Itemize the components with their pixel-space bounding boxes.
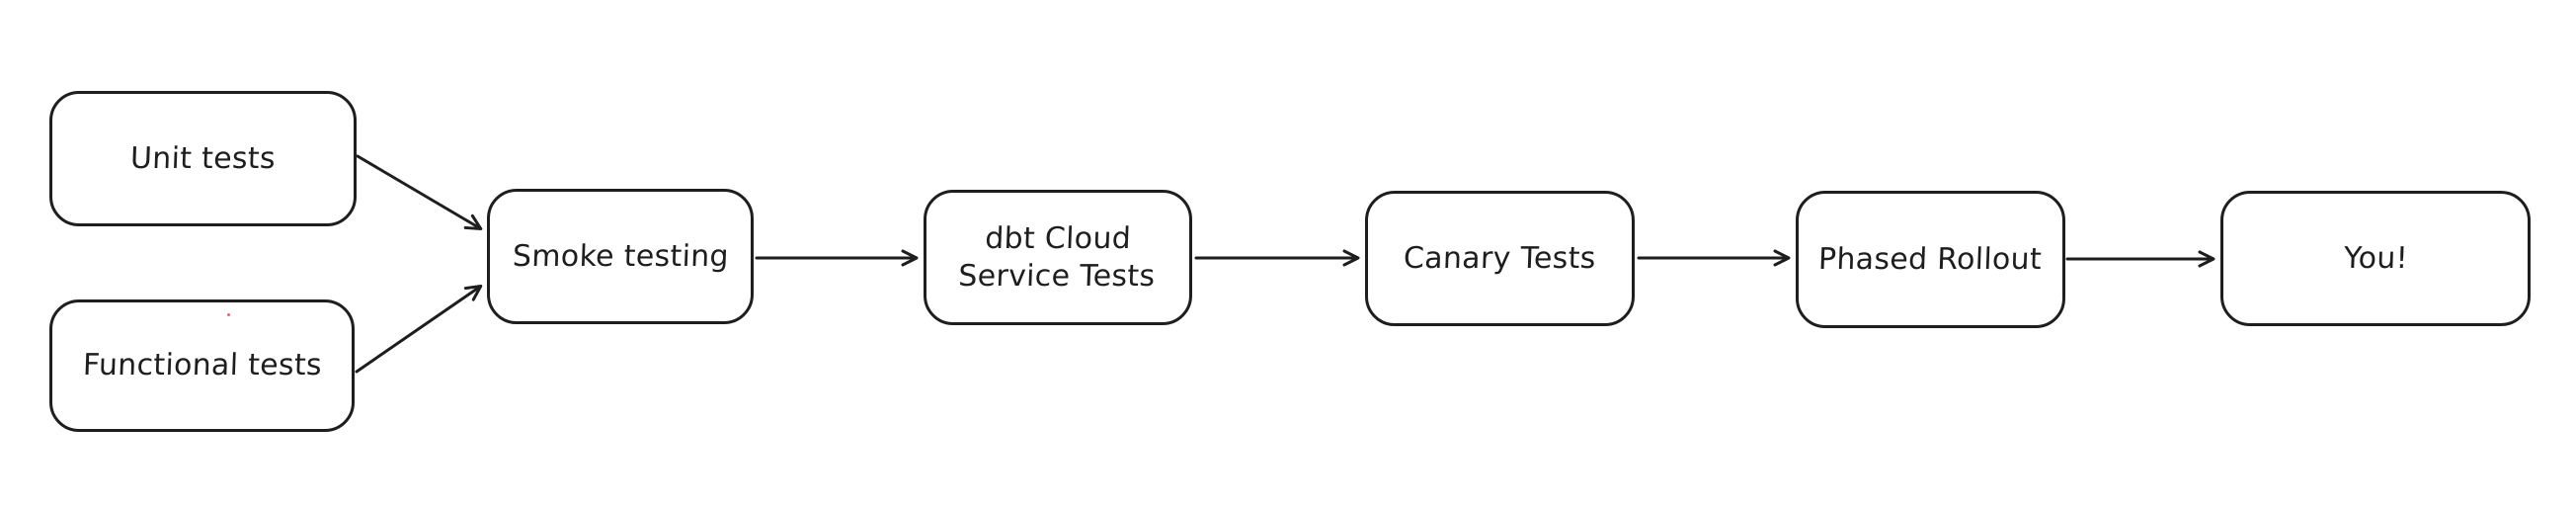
arrow-unit-tests-to-smoke-testing[interactable] [356,154,483,231]
node-dbt-cloud-service-tests[interactable]: dbt Cloud Service Tests [924,190,1192,325]
node-dbt-cloud-service-tests-label: dbt Cloud Service Tests [958,221,1157,294]
node-smoke-testing-label: Smoke testing [511,238,730,274]
node-canary-tests-label: Canary Tests [1403,240,1597,276]
node-unit-tests-label: Unit tests [129,140,277,176]
arrow-functional-tests-to-smoke-testing[interactable] [355,284,483,374]
node-you-label: You! [2342,240,2409,276]
node-smoke-testing[interactable]: Smoke testing [487,189,754,324]
node-functional-tests[interactable]: Functional tests [49,299,355,432]
node-phased-rollout[interactable]: Phased Rollout [1796,191,2065,328]
node-phased-rollout-label: Phased Rollout [1817,241,2044,277]
node-functional-tests-label: Functional tests [81,348,323,383]
red-artifact-dot [227,313,230,316]
node-you[interactable]: You! [2220,191,2531,326]
node-unit-tests[interactable]: Unit tests [49,91,357,226]
node-canary-tests[interactable]: Canary Tests [1365,191,1635,326]
